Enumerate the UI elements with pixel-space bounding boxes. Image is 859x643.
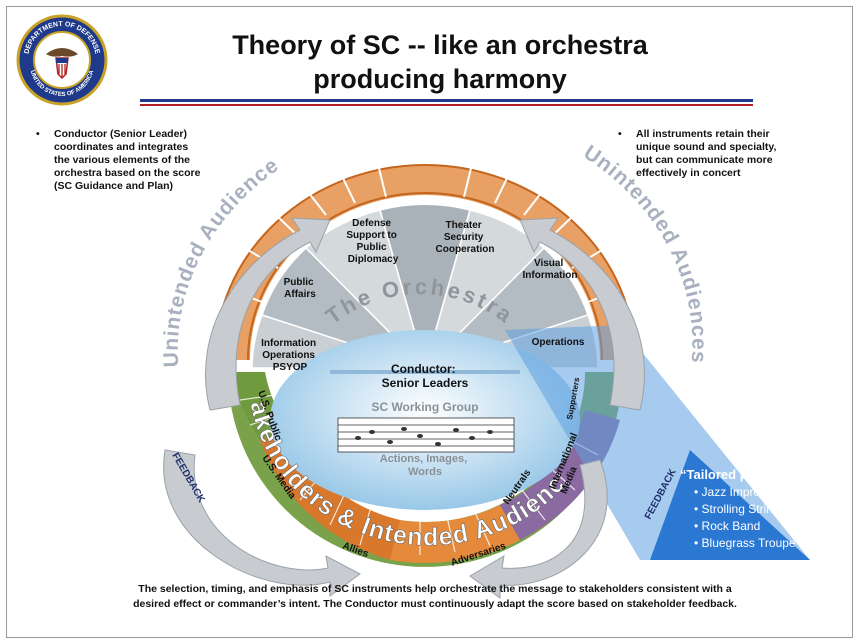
title-rule-blue — [140, 99, 753, 102]
left-upper-arrow-icon — [205, 217, 331, 411]
right-note: • All instruments retain their unique so… — [618, 128, 833, 180]
right-note-bullet: • — [618, 128, 622, 140]
left-feedback-arrow-icon — [163, 449, 361, 597]
upper-brick-ring — [214, 163, 636, 361]
slide-title: Theory of SC -- like an orchestra produc… — [200, 28, 680, 96]
sc-working-group: SC Working Group — [371, 400, 478, 414]
right-note-line: but can communicate more — [636, 154, 773, 166]
package-item: Strolling Strings — [694, 501, 798, 518]
title-line-2: producing harmony — [313, 64, 567, 94]
left-note-line: the various elements of the — [54, 154, 190, 166]
wedge-info-ops: Information Operations PSYOP — [261, 338, 319, 373]
right-note-line: unique sound and specialty, — [636, 141, 777, 153]
right-note-line: effectively in concert — [636, 167, 741, 179]
package-item: Jazz Improv — [694, 484, 798, 501]
wedge-dspd: Defense Support to Public Diplomacy — [346, 218, 399, 265]
title-line-1: Theory of SC -- like an orchestra — [232, 30, 648, 60]
eagle-wings-icon — [46, 48, 78, 57]
package-item: Rock Band — [694, 518, 798, 535]
slide-frame — [6, 6, 853, 638]
left-note-line: Conductor (Senior Leader) — [54, 128, 188, 140]
dod-seal: DEPARTMENT OF DEFENSE UNITED STATES OF A… — [16, 14, 108, 106]
tailored-package: “Tailored package” Jazz Improv Strolling… — [680, 467, 798, 552]
wedge-public-affairs: Public Affairs — [284, 277, 317, 300]
right-feedback-arrow-icon — [469, 459, 608, 599]
title-rule-red — [140, 104, 753, 106]
music-staff-icon — [337, 417, 515, 453]
wedge-operations: Operations — [532, 337, 585, 348]
right-upper-arrow-icon — [519, 217, 645, 411]
caption-line-2: desired effect or commander’s intent. Th… — [133, 598, 737, 610]
left-note-line: (SC Guidance and Plan) — [54, 180, 174, 192]
left-note-line: orchestra based on the score — [54, 167, 201, 179]
package-item: Bluegrass Troupe — [694, 535, 798, 552]
package-list: Jazz Improv Strolling Strings Rock Band … — [680, 484, 798, 552]
package-title: “Tailored package” — [680, 467, 799, 482]
wedge-visual-info: Visual Information — [523, 258, 578, 281]
caption-line-1: The selection, timing, and emphasis of S… — [138, 583, 732, 595]
slide-caption: The selection, timing, and emphasis of S… — [40, 582, 830, 612]
conductor-label: Conductor: Senior Leaders — [382, 362, 469, 390]
wedge-tsc: Theater Security Cooperation — [436, 220, 495, 255]
right-note-line: All instruments retain their — [636, 128, 770, 140]
left-note: • Conductor (Senior Leader) coordinates … — [36, 128, 266, 193]
actions-images-words: Actions, Images, Words — [380, 453, 470, 478]
feedback-arrows — [163, 217, 645, 599]
left-note-line: coordinates and integrates — [54, 141, 189, 153]
left-note-bullet: • — [36, 128, 40, 140]
